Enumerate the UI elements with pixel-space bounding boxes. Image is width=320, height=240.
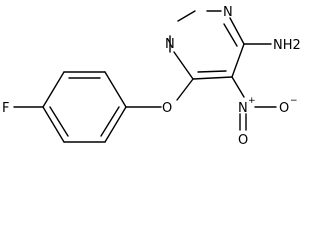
bond-c5-c6-double <box>197 70 227 73</box>
fluorophenyl-ring <box>13 71 127 143</box>
bond-ar6-ar1-double <box>100 106 120 137</box>
bond-ar3-ar4 <box>42 71 65 108</box>
atom-n1: N <box>165 37 175 52</box>
atom-n-nitro: N <box>238 101 248 116</box>
atom-o-nitro-single: O <box>279 101 289 116</box>
atom-nh2: NH2 <box>273 38 301 53</box>
bond-c4-c5 <box>231 43 245 78</box>
bond-ar4-ar5-double <box>49 106 69 137</box>
atom-f: F <box>2 101 9 116</box>
pyrimidine-ring <box>169 10 245 80</box>
atom-o-ether: O <box>162 101 172 116</box>
bond-ar4-ar5 <box>42 106 65 143</box>
bond-n3-c4 <box>229 17 245 45</box>
bond-ar1-ar2 <box>104 71 127 108</box>
atom-o-nitro-double: O <box>238 133 248 148</box>
nitro-plus-charge: + <box>248 96 256 106</box>
bond-c6-o <box>176 78 194 101</box>
bond-ar6-ar1 <box>104 106 127 143</box>
nitro-minus-charge: − <box>290 96 298 106</box>
bond-c5-c6 <box>192 76 233 80</box>
bond-c5-nitro <box>231 76 245 98</box>
bond-c6-n1 <box>173 51 194 80</box>
atom-n3: N <box>223 5 233 20</box>
bond-n3-c4-double <box>223 23 238 47</box>
structure-diagram: N N NH2 O F N + O O − <box>2 5 301 148</box>
bond-n1-c2 <box>177 10 196 22</box>
